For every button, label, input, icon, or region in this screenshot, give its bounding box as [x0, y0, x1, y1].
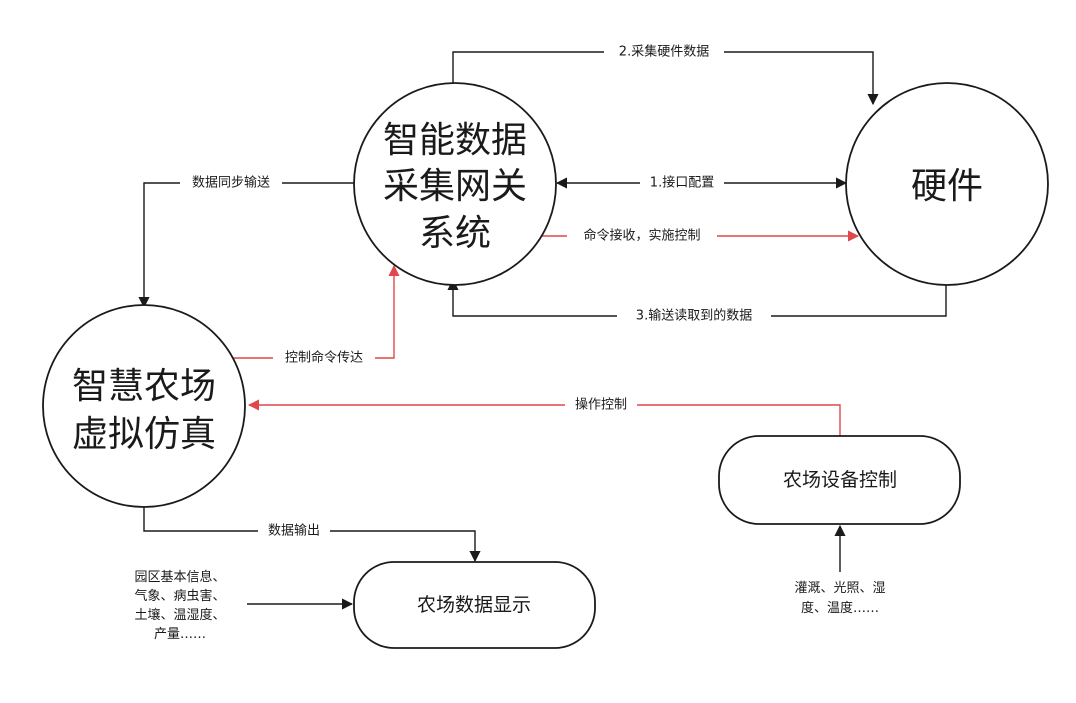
node-simulation: 智慧农场 虚拟仿真 — [42, 304, 246, 508]
hardware-label: 硬件 — [911, 166, 983, 207]
label-command-receive: 命令接收，实施控制 — [567, 227, 717, 245]
label-transmit-read-data: 3.输送读取到的数据 — [617, 307, 771, 325]
svg-text:数据同步输送: 数据同步输送 — [192, 175, 270, 191]
svg-text:园区基本信息、: 园区基本信息、 — [134, 569, 225, 585]
label-data-sync: 数据同步输送 — [180, 174, 282, 192]
data-display-label: 农场数据显示 — [417, 594, 531, 616]
svg-text:命令接收，实施控制: 命令接收，实施控制 — [583, 228, 700, 244]
label-control-command: 控制命令传达 — [273, 349, 375, 367]
node-hardware: 硬件 — [845, 82, 1049, 286]
device-control-label: 农场设备控制 — [783, 469, 897, 491]
simulation-line-1: 智慧农场 — [72, 366, 216, 407]
node-device-control: 农场设备控制 — [718, 435, 961, 525]
gateway-line-1: 智能数据 — [383, 120, 527, 161]
edge-data-sync — [138, 182, 354, 309]
svg-text:度、温度……: 度、温度…… — [801, 600, 879, 616]
svg-text:3.输送读取到的数据: 3.输送读取到的数据 — [636, 308, 752, 324]
note-irrigation: 灌溉、光照、湿 度、温度…… — [794, 581, 885, 616]
label-operation-control: 操作控制 — [565, 396, 637, 414]
svg-text:土壤、温湿度、: 土壤、温湿度、 — [134, 607, 225, 623]
edge-control-command — [233, 264, 400, 359]
svg-text:1.接口配置: 1.接口配置 — [650, 175, 714, 191]
svg-text:2.采集硬件数据: 2.采集硬件数据 — [619, 44, 709, 60]
gateway-line-3: 系统 — [419, 213, 491, 254]
svg-text:产量……: 产量…… — [154, 627, 206, 642]
node-gateway: 智能数据 采集网关 系统 — [353, 82, 557, 286]
svg-text:气象、病虫害、: 气象、病虫害、 — [134, 588, 225, 604]
svg-text:灌溉、光照、湿: 灌溉、光照、湿 — [794, 581, 885, 596]
note-park-info: 园区基本信息、 气象、病虫害、 土壤、温湿度、 产量…… — [134, 569, 225, 642]
svg-text:控制命令传达: 控制命令传达 — [285, 350, 363, 366]
label-collect-hardware-data: 2.采集硬件数据 — [604, 43, 724, 61]
label-data-output: 数据输出 — [258, 522, 330, 540]
svg-text:数据输出: 数据输出 — [268, 523, 320, 539]
simulation-line-2: 虚拟仿真 — [72, 414, 216, 455]
label-interface-config: 1.接口配置 — [640, 174, 724, 192]
node-data-display: 农场数据显示 — [353, 561, 596, 649]
svg-text:操作控制: 操作控制 — [575, 397, 627, 413]
edge-operation-control — [247, 399, 841, 436]
gateway-line-2: 采集网关 — [383, 166, 527, 207]
